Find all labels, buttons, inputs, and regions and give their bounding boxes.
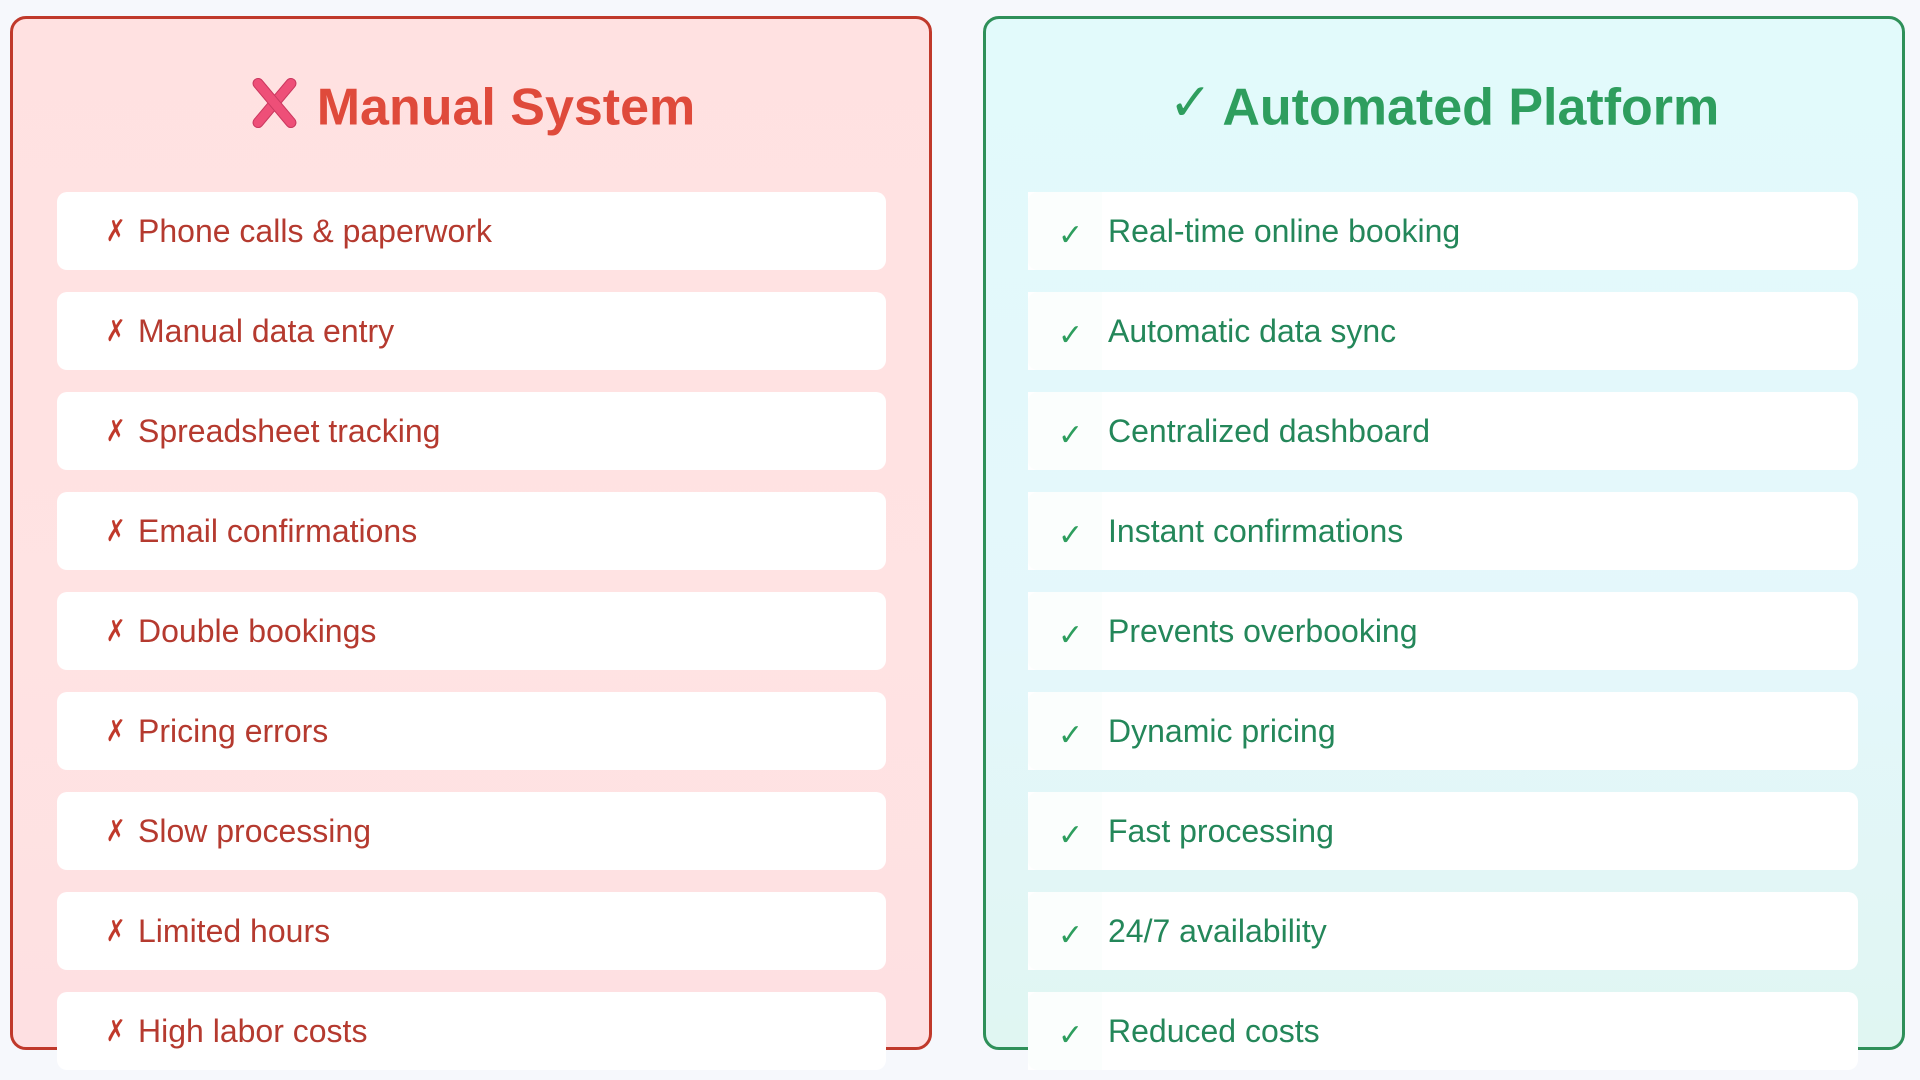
manual-list-item: ✗ Slow processing: [57, 792, 886, 870]
check-icon: ✓: [1058, 918, 1084, 952]
manual-item-label: Limited hours: [138, 912, 331, 949]
automated-list-item: ✓ Prevents overbooking: [1028, 592, 1858, 670]
check-icon: ✓: [1058, 718, 1084, 752]
check-icon: ✓: [1058, 1018, 1084, 1052]
automated-item-label: Real-time online booking: [1108, 212, 1461, 249]
x-icon: ✗: [105, 314, 126, 348]
manual-item-label: Spreadsheet tracking: [138, 412, 441, 449]
automated-list-item: ✓ 24/7 availability: [1028, 892, 1858, 970]
x-icon: ✗: [105, 814, 126, 848]
manual-list-item: ✗ Spreadsheet tracking: [57, 392, 886, 470]
automated-platform-title-text: Automated Platform: [1222, 78, 1720, 137]
x-icon: ✗: [105, 1014, 126, 1048]
manual-list-item: ✗ Pricing errors: [57, 692, 886, 770]
x-icon: ✗: [105, 914, 126, 948]
manual-list-item: ✗ Phone calls & paperwork: [57, 192, 886, 270]
automated-platform-panel: ✓Automated Platform ✓ Real-time online b…: [983, 16, 1905, 1070]
manual-list-item: ✗ High labor costs: [57, 992, 886, 1070]
x-icon: ✗: [105, 714, 126, 748]
manual-list-item: ✗ Email confirmations: [57, 492, 886, 570]
manual-system-panel: Manual System ✗ Phone calls & paperwork …: [10, 16, 932, 1070]
manual-item-label: Email confirmations: [138, 512, 418, 549]
manual-item-label: High labor costs: [138, 1012, 368, 1049]
x-icon: ✗: [105, 214, 126, 248]
manual-item-label: Pricing errors: [138, 712, 329, 749]
check-icon: ✓: [1058, 318, 1084, 352]
automated-list-item: ✓ Automatic data sync: [1028, 292, 1858, 370]
x-icon: ✗: [105, 614, 126, 648]
automated-item-label: Reduced costs: [1108, 1012, 1320, 1049]
automated-list-item: ✓ Reduced costs: [1028, 992, 1858, 1070]
check-icon: ✓: [1058, 518, 1084, 552]
check-icon: ✓: [1058, 618, 1084, 652]
manual-item-label: Manual data entry: [138, 312, 395, 349]
check-icon: ✓: [1058, 818, 1084, 852]
check-mark-icon: ✓: [1168, 74, 1213, 133]
manual-item-label: Double bookings: [138, 612, 377, 649]
manual-system-title: Manual System: [13, 69, 929, 142]
automated-list-item: ✓ Real-time online booking: [1028, 192, 1858, 270]
automated-item-label: Automatic data sync: [1108, 312, 1397, 349]
automated-item-label: 24/7 availability: [1108, 912, 1327, 949]
check-icon: ✓: [1058, 218, 1084, 252]
manual-item-label: Phone calls & paperwork: [138, 212, 492, 249]
automated-list-item: ✓ Centralized dashboard: [1028, 392, 1858, 470]
automated-item-label: Instant confirmations: [1108, 512, 1404, 549]
check-icon: ✓: [1058, 418, 1084, 452]
x-icon: ✗: [105, 414, 126, 448]
automated-platform-title: ✓Automated Platform: [986, 69, 1902, 142]
automated-list-item: ✓ Instant confirmations: [1028, 492, 1858, 570]
automated-list-item: ✓ Fast processing: [1028, 792, 1858, 870]
automated-item-label: Prevents overbooking: [1108, 612, 1418, 649]
manual-list-item: ✗ Limited hours: [57, 892, 886, 970]
automated-item-label: Dynamic pricing: [1108, 712, 1336, 749]
manual-system-title-text: Manual System: [316, 78, 696, 137]
automated-item-label: Fast processing: [1108, 812, 1334, 849]
automated-list-item: ✓ Dynamic pricing: [1028, 692, 1858, 770]
cross-mark-icon: [247, 76, 301, 130]
x-icon: ✗: [105, 514, 126, 548]
automated-item-label: Centralized dashboard: [1108, 412, 1430, 449]
manual-list-item: ✗ Double bookings: [57, 592, 886, 670]
manual-list-item: ✗ Manual data entry: [57, 292, 886, 370]
manual-item-label: Slow processing: [138, 812, 371, 849]
